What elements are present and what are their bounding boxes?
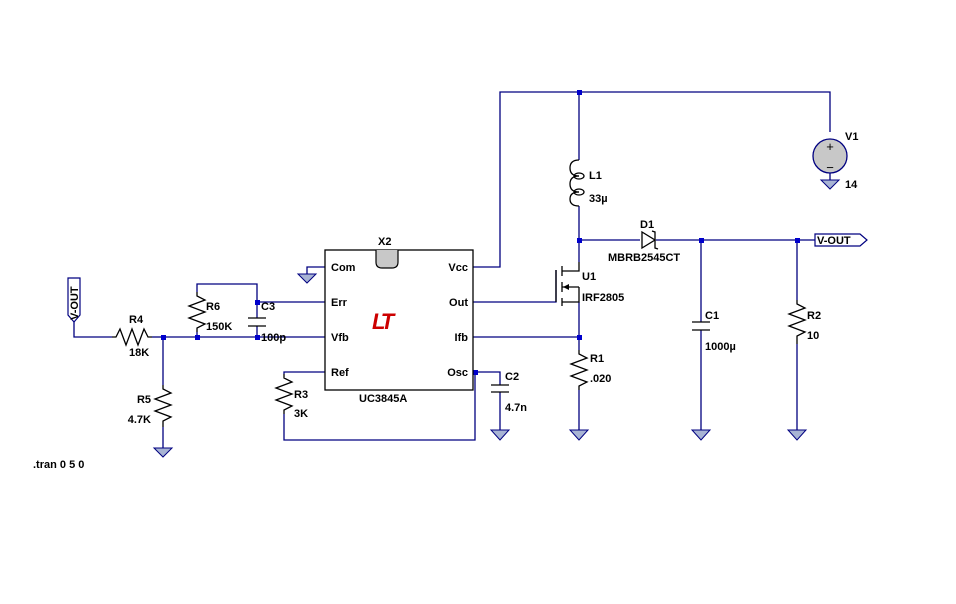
capacitor-c2[interactable]: C2 4.7n [491,371,527,414]
r6-ref: R6 [206,301,220,313]
ground-icon [296,273,318,284]
r2-ref: R2 [807,310,821,322]
v1-value: 14 [845,179,858,191]
u1-ref: U1 [582,271,596,283]
junction-dot [577,238,582,243]
pin-osc: Osc [447,367,468,379]
junction-dot [161,335,166,340]
v1-minus: − [826,160,834,175]
junction-dot [195,335,200,340]
pin-ifb: Ifb [455,332,469,344]
r5-ref: R5 [137,394,151,406]
ic-uc3845a[interactable]: X2 UC3845A LT Com Err Vfb Ref Vcc Out If… [324,236,474,405]
inductor-l1[interactable]: L1 33µ [569,159,608,207]
resistor-r5[interactable]: R5 4.7K [128,385,173,427]
net-label-vout-output[interactable]: V-OUT [814,233,868,247]
vout-feedback-label: V-OUT [69,286,81,320]
c2-value: 4.7n [505,402,527,414]
ground-icon [690,429,712,441]
junction-dot [577,335,582,340]
diode-d1[interactable]: D1 MBRB2545CT [608,219,680,264]
r1-value: .020 [590,373,611,385]
c3-value: 100p [261,332,286,344]
pin-out: Out [449,297,468,309]
ground-icon [152,447,174,458]
pin-vcc: Vcc [448,262,468,274]
vout-output-label: V-OUT [817,235,851,247]
c1-ref: C1 [705,310,719,322]
ground-icon [786,429,808,441]
r4-value: 18K [129,347,149,359]
v1-plus: + [826,139,834,154]
junction-dot [255,300,260,305]
d1-ref: D1 [640,219,654,231]
resistor-r2[interactable]: R2 10 [787,300,821,344]
ic-notch [375,250,399,269]
r3-value: 3K [294,408,308,420]
resistor-r4[interactable]: R4 18K [112,314,152,359]
pin-ref: Ref [331,367,349,379]
junction-dot [473,370,478,375]
ground-icon [568,429,590,441]
mosfet-u1[interactable]: U1 IRF2805 [555,262,624,306]
junction-dot [699,238,704,243]
resistor-r1[interactable]: R1 .020 [569,350,611,390]
junction-dot [795,238,800,243]
ground-symbols [152,179,841,458]
c3-ref: C3 [261,301,275,313]
ground-icon [489,429,511,441]
pin-com: Com [331,262,356,274]
l1-value: 33µ [589,193,608,205]
junction-dot [255,335,260,340]
voltage-source-v1[interactable]: + − V1 14 [812,131,858,191]
net-label-vout-feedback[interactable]: V-OUT [67,277,81,323]
r4-ref: R4 [129,314,144,326]
capacitor-c1[interactable]: C1 1000µ [692,310,736,353]
r2-value: 10 [807,330,819,342]
ic-ref: X2 [378,236,391,248]
spice-directive[interactable]: .tran 0 5 0 [33,459,84,471]
l1-ref: L1 [589,170,602,182]
pin-vfb: Vfb [331,332,349,344]
u1-value: IRF2805 [582,292,624,304]
ic-part: UC3845A [359,393,407,405]
ground-icon [819,179,841,190]
r3-ref: R3 [294,389,308,401]
r1-ref: R1 [590,353,604,365]
c1-value: 1000µ [705,341,736,353]
r5-value: 4.7K [128,414,151,426]
d1-value: MBRB2545CT [608,252,680,264]
junction-dots [161,90,800,375]
pin-err: Err [331,297,348,309]
resistor-r3[interactable]: R3 3K [274,374,308,420]
capacitor-c3[interactable]: C3 100p [248,301,286,344]
r6-value: 150K [206,321,232,333]
v1-ref: V1 [845,131,858,143]
junction-dot [577,90,582,95]
c2-ref: C2 [505,371,519,383]
resistor-r6[interactable]: R6 150K [187,292,232,333]
